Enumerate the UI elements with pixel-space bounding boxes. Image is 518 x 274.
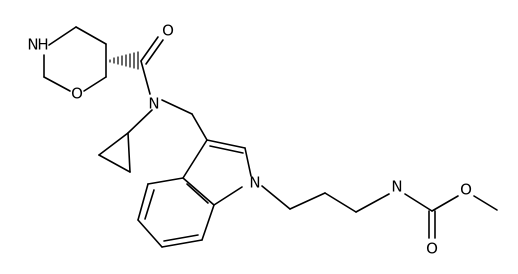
morpholine-ring: [43, 26, 107, 92]
bond-o-c4: [43, 76, 71, 92]
atom-carbamate-o-double: O: [426, 240, 438, 258]
atom-amide-n: N: [148, 95, 159, 113]
bond-cc-nh: [355, 193, 390, 213]
atom-morpholine-h: H: [37, 36, 48, 54]
bond-ch2-c3indole: [191, 113, 208, 141]
bond-c-amide-n: [140, 60, 151, 95]
atom-carbamate-o-ester: O: [460, 181, 472, 199]
bond-ca-cb: [289, 192, 326, 210]
bond-c2-n1: [244, 147, 252, 177]
amide-carbonyl: [140, 36, 164, 95]
bond-n1-c7a: [213, 186, 243, 206]
cyclopropyl-ring: [98, 132, 131, 173]
propyl-chain: [261, 185, 390, 213]
bond-n-cyclopropyl: [127, 109, 153, 134]
stereo-hashed-wedge: [109, 51, 139, 70]
bond-c-o-ester: [431, 195, 459, 212]
bond-co-double-a: [140, 36, 159, 62]
atom-morpholine-o: O: [71, 85, 83, 103]
amide-n-substituents: [127, 99, 208, 141]
bond-c3-o: [83, 76, 107, 92]
atom-indole-n: N: [249, 174, 260, 192]
bond-c3-c3a: [182, 139, 208, 179]
bond-nh-c: [404, 193, 433, 212]
bond-c1-c2: [75, 26, 107, 45]
atom-carbamate-n: N: [391, 178, 402, 196]
atom-morpholine-nh: N: [27, 36, 38, 54]
bond-n-ch2: [161, 99, 193, 115]
bond-c3a-c7a: [182, 177, 215, 206]
indole-pyrrole-ring: [182, 139, 252, 206]
bond-nh-c1: [48, 26, 77, 46]
bond-c3-c2-inner: [209, 145, 244, 154]
atom-carbonyl-o: O: [162, 22, 174, 40]
bond-n1-ca: [261, 185, 291, 210]
carbamate-group: [404, 193, 498, 239]
bond-co-double-b: [145, 39, 164, 65]
bond-cb-cc: [324, 192, 357, 213]
indole-benzene-ring: [137, 177, 215, 248]
bond-c3-c2: [206, 139, 246, 149]
bond-o-methyl: [473, 195, 498, 211]
